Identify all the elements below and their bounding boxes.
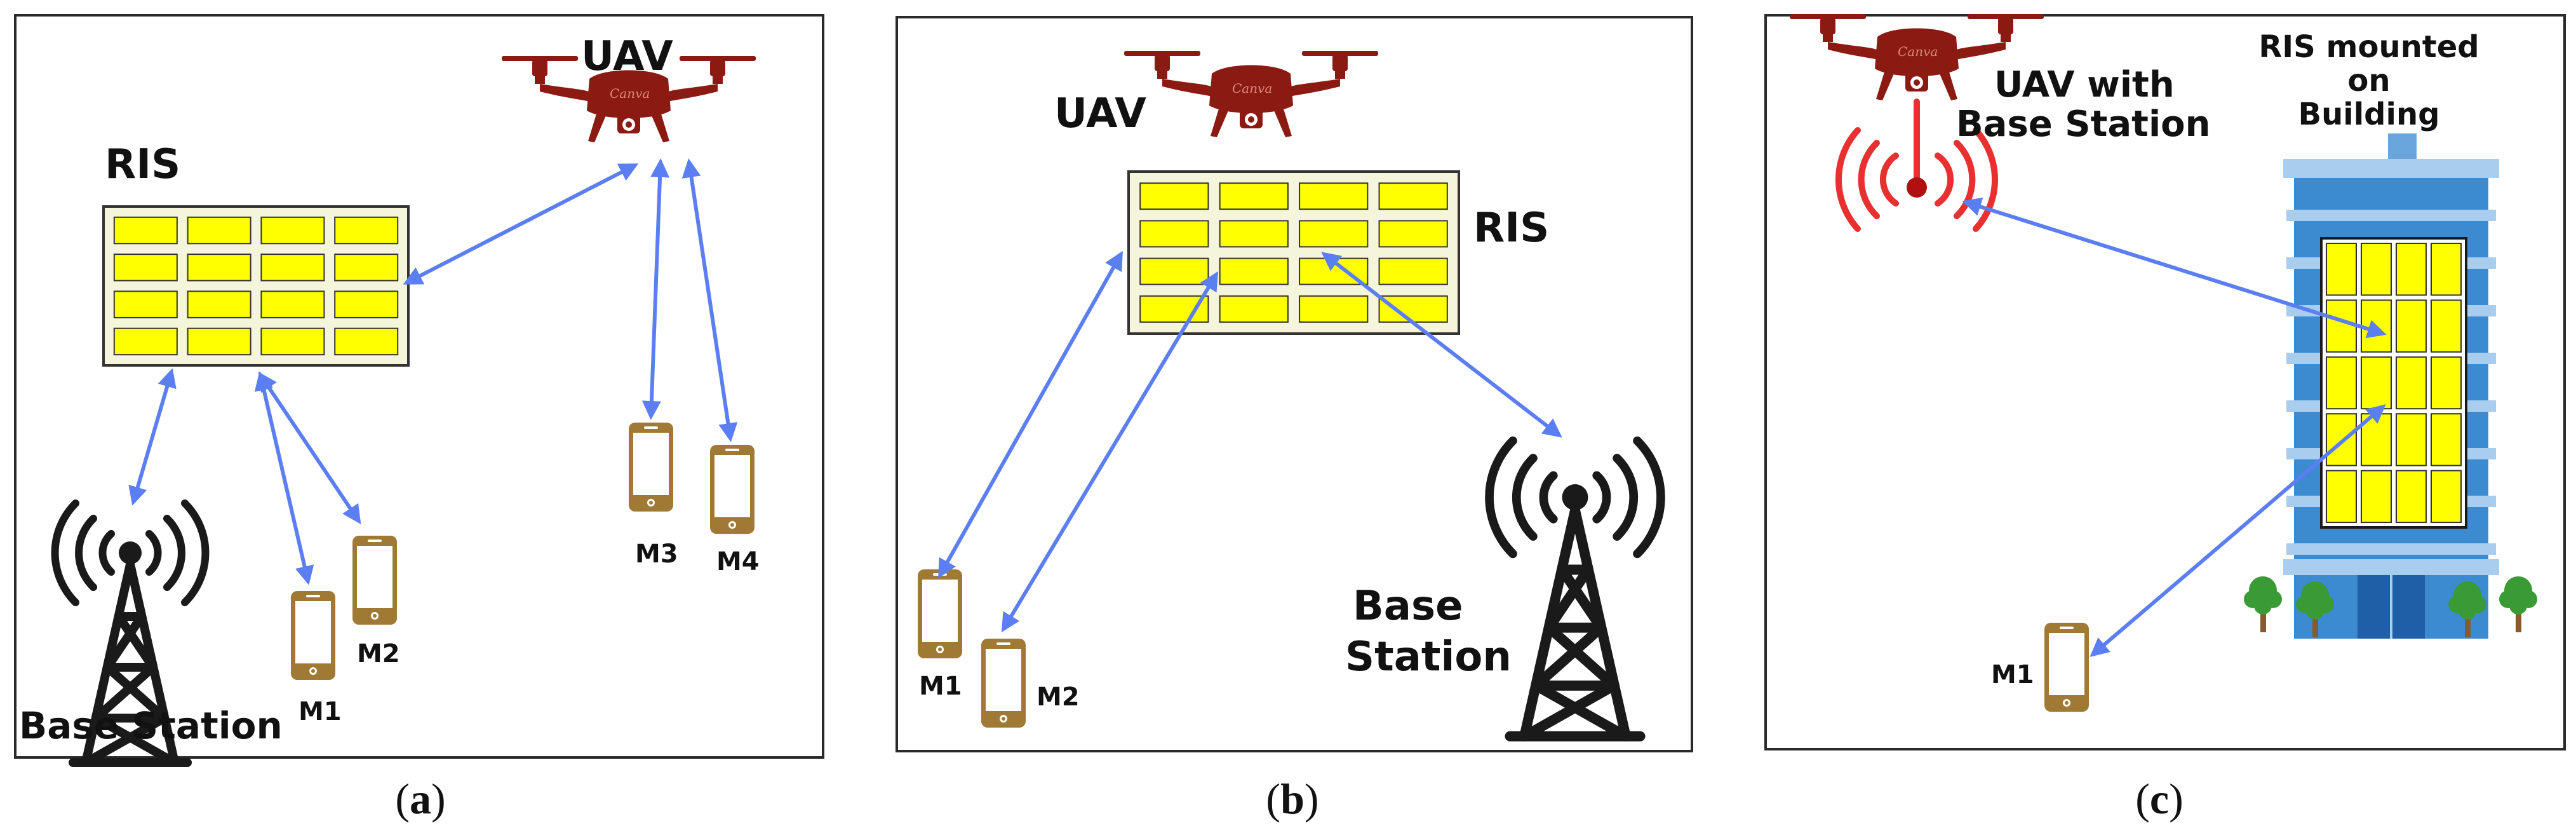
ris-element [187, 290, 252, 318]
ris-panel-icon [2320, 237, 2467, 529]
ris-element [2395, 299, 2427, 353]
ris-element [1299, 182, 1369, 210]
ris-element [260, 216, 325, 245]
ris-element [2360, 470, 2392, 524]
ris-element [334, 254, 399, 282]
panel-a-caption: (a) [395, 775, 445, 823]
phone-icon [2044, 623, 2089, 712]
ris-element [260, 254, 325, 282]
panel-b-m1-label: M1 [919, 672, 962, 701]
ris-panel-icon [1127, 170, 1460, 335]
panel-a-ris-label: RIS [105, 141, 180, 188]
ris-element [1378, 182, 1448, 210]
ris-element [1378, 257, 1448, 285]
link-ris-m2 [1001, 271, 1219, 633]
panel-c-ris-label-line2: on [2347, 63, 2390, 98]
ris-element [2430, 470, 2462, 524]
ris-element [2395, 356, 2427, 410]
link-uav-ris [1962, 197, 2387, 339]
ris-element [2395, 242, 2427, 296]
link-ris-bs [1321, 252, 1562, 438]
phone-icon [981, 639, 1026, 728]
panel-a-bs-label: Base Station [19, 704, 283, 747]
link-uav-m3 [641, 158, 670, 420]
ris-element [1219, 295, 1289, 323]
ris-panel-icon [102, 205, 410, 367]
phone-icon [710, 445, 755, 534]
link-ris-m1 [2090, 404, 2386, 657]
ris-element [260, 327, 325, 356]
ris-element [2360, 242, 2392, 296]
panel-b: UAV RIS Base Station M1 M2 (b) [896, 16, 1693, 823]
ris-element [2325, 356, 2358, 410]
ris-element [2325, 470, 2358, 524]
panel-b-uav-label: UAV [1054, 90, 1146, 137]
ris-element [2430, 413, 2462, 466]
ris-element [1219, 257, 1289, 285]
phone-icon [352, 536, 397, 625]
link-ris-bs [128, 368, 177, 506]
panel-c: UAV with Base Station RIS mounted on Bui… [1764, 14, 2566, 823]
ris-element [113, 290, 178, 318]
ris-element [1378, 220, 1448, 248]
ris-element [334, 216, 399, 245]
ris-element [1219, 182, 1289, 210]
phone-icon [918, 569, 962, 658]
ris-element [334, 290, 399, 318]
panel-c-ris-label-line3: Building [2298, 97, 2439, 132]
panel-a-m2-label: M2 [357, 639, 400, 669]
panel-a-m3-label: M3 [635, 540, 678, 569]
panel-a-m4-label: M4 [716, 547, 760, 576]
ris-element [1139, 257, 1209, 285]
ris-element [2430, 299, 2462, 353]
panel-a: UAV RIS Base Station M1 M2 M3 M4 (a) [14, 14, 824, 823]
ris-element [113, 216, 178, 245]
panel-c-caption: (c) [2135, 775, 2184, 823]
ris-element [187, 327, 252, 356]
ris-element [1299, 295, 1369, 323]
panel-b-bs-label-line1: Base [1353, 583, 1463, 630]
panel-c-uav-label-line2: Base Station [1956, 104, 2210, 145]
panel-b-caption: (b) [1266, 775, 1318, 823]
panel-b-m2-label: M2 [1036, 682, 1080, 712]
ris-element [260, 290, 325, 318]
ris-element [2395, 413, 2427, 466]
link-uav-m4 [681, 158, 738, 442]
phone-icon [291, 591, 335, 680]
ris-element [187, 216, 252, 245]
ris-element [2325, 299, 2358, 353]
transmitter-dot [1907, 177, 1927, 198]
panel-b-bs-label-line2: Station [1345, 634, 1512, 681]
ris-element [1219, 220, 1289, 248]
ris-element [113, 327, 178, 356]
panel-b-ris-label: RIS [1473, 205, 1549, 252]
ris-element [2325, 242, 2358, 296]
panel-a-uav-label: UAV [581, 33, 673, 80]
ris-element [2395, 470, 2427, 524]
ris-element [187, 254, 252, 282]
ris-element [1139, 220, 1209, 248]
ris-element [2360, 356, 2392, 410]
ris-element [1378, 295, 1448, 323]
panel-a-m1-label: M1 [299, 697, 342, 726]
ris-element [1299, 220, 1369, 248]
phone-icon [629, 423, 673, 512]
ris-element [1139, 295, 1209, 323]
panel-c-m1-label: M1 [1991, 660, 2034, 689]
link-ris-uav [403, 163, 639, 285]
ris-element [2430, 356, 2462, 410]
link-ris-m2 [258, 372, 361, 524]
ris-element [1139, 182, 1209, 210]
ris-element [2325, 413, 2358, 466]
panel-c-ris-label-line1: RIS mounted [2258, 29, 2479, 65]
panel-c-uav-label-line1: UAV with [1994, 64, 2175, 105]
ris-element [113, 254, 178, 282]
ris-element [2360, 299, 2392, 353]
ris-element [334, 327, 399, 356]
ris-element [2430, 242, 2462, 296]
